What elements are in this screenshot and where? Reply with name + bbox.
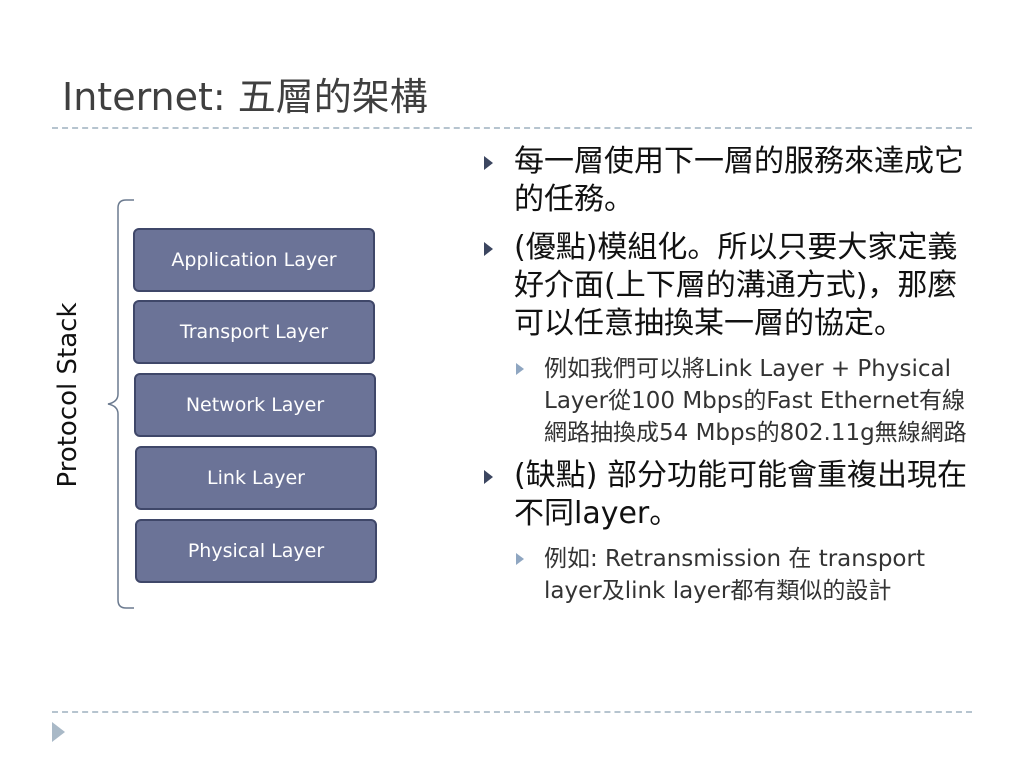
bullet-item: (缺點) 部分功能可能會重複出現在不同layer。 xyxy=(480,457,970,533)
sub-bullet-text: 例如我們可以將Link Layer + Physical Layer從100 M… xyxy=(544,356,967,446)
protocol-stack-label: Protocol Stack xyxy=(53,302,83,488)
footer-divider xyxy=(52,711,972,713)
network-layer-box: Network Layer xyxy=(134,373,376,437)
title-divider xyxy=(52,127,972,129)
sub-bullet-text: 例如: Retransmission 在 transport layer及lin… xyxy=(544,546,925,604)
bullet-item: (優點)模組化。所以只要大家定義好介面(上下層的溝通方式)，那麼可以任意抽換某一… xyxy=(480,229,970,343)
sub-bullet-item: 例如我們可以將Link Layer + Physical Layer從100 M… xyxy=(514,353,970,449)
bullet-arrow-icon xyxy=(484,156,493,170)
application-layer-box: Application Layer xyxy=(133,228,375,292)
sub-bullet-arrow-icon xyxy=(516,363,524,375)
left-bracket xyxy=(107,199,134,609)
slide-corner-arrow-icon xyxy=(52,722,65,742)
bullet-text: (缺點) 部分功能可能會重複出現在不同layer。 xyxy=(514,458,967,531)
transport-layer-box: Transport Layer xyxy=(133,300,375,364)
bullet-text: (優點)模組化。所以只要大家定義好介面(上下層的溝通方式)，那麼可以任意抽換某一… xyxy=(514,230,958,341)
bullet-arrow-icon xyxy=(484,242,493,256)
link-layer-box: Link Layer xyxy=(135,446,377,510)
bullet-arrow-icon xyxy=(484,470,493,484)
slide-title: Internet: 五層的架構 xyxy=(62,75,428,119)
physical-layer-box: Physical Layer xyxy=(135,519,377,583)
sub-bullet-item: 例如: Retransmission 在 transport layer及lin… xyxy=(514,543,970,607)
bullet-text: 每一層使用下一層的服務來達成它的任務。 xyxy=(514,144,964,217)
bullet-item: 每一層使用下一層的服務來達成它的任務。 xyxy=(480,143,970,219)
sub-bullet-arrow-icon xyxy=(516,553,524,565)
bullet-list: 每一層使用下一層的服務來達成它的任務。 (優點)模組化。所以只要大家定義好介面(… xyxy=(480,143,970,615)
